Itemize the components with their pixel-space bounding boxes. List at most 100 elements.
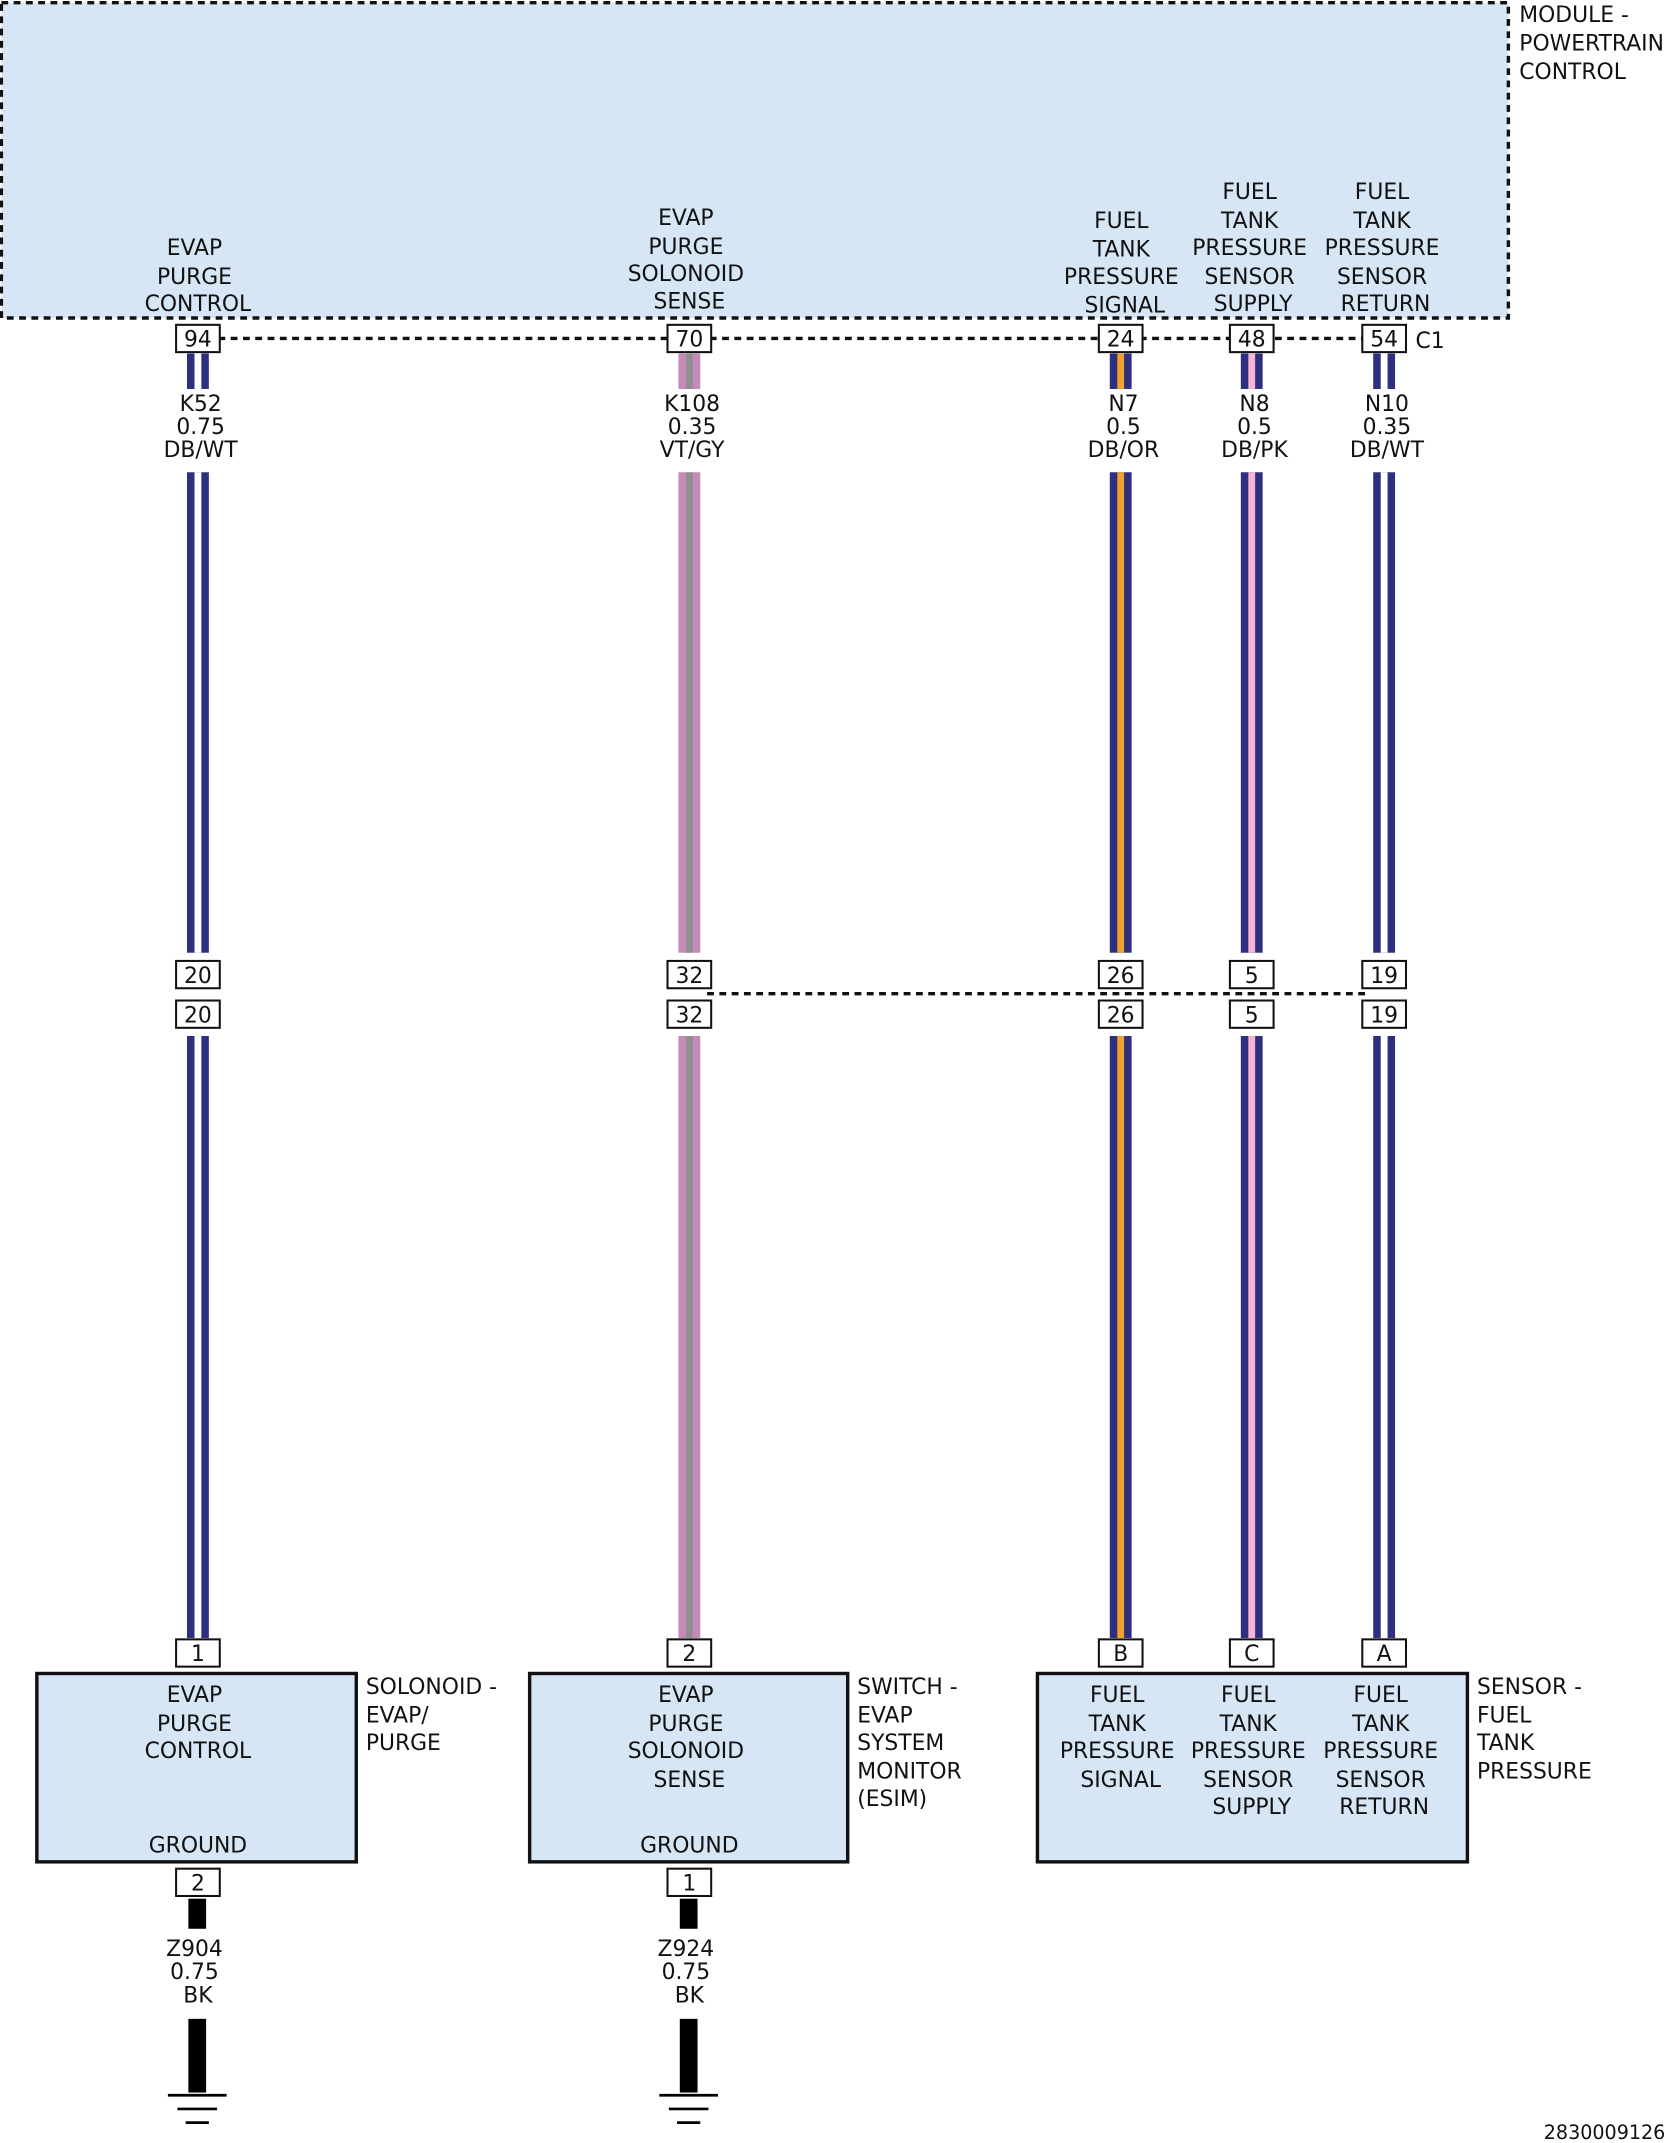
device-pin-n8: C [1228,1638,1275,1668]
pcm-label-fuel-tank-pressure-sensor-supply: FUEL TANK PRESSURE SENSOR SUPPLY [1192,180,1314,317]
svg-text:19: 19 [1370,964,1398,989]
ground-wire-label-z924: Z924 0.75 BK [658,1937,722,2008]
sensor-inner-label-signal: FUEL TANK PRESSURE SIGNAL [1060,1683,1182,1793]
inline-pin-male-k108: 32 [666,959,713,990]
device-pin-k108: 2 [666,1638,713,1668]
wire-n10-segment-1 [1373,353,1396,389]
wire-k108-segment-1 [678,353,701,389]
device-pin-n10: A [1361,1638,1408,1668]
wire-n8-segment-1 [1240,353,1263,389]
solenoid-inner-label: EVAP PURGE CONTROL [145,1683,252,1764]
pcm-pin-n10: 54 [1361,323,1408,354]
wire-n7-segment-2 [1109,472,1132,953]
pcm-label-evap-purge-control: EVAP PURGE CONTROL [145,236,252,317]
wire-k52-segment-1 [187,353,209,389]
esim-name: SWITCH - EVAP SYSTEM MONITOR (ESIM) [857,1675,968,1812]
inline-pin-male-n10: 19 [1361,959,1408,990]
pin-layer: 94 20 20 1 70 32 32 2 24 26 26B 48 5 5C 54 19 19A 2 1 [175,323,1408,1898]
svg-text:54: 54 [1370,328,1398,353]
svg-text:2: 2 [682,1642,696,1667]
svg-text:5: 5 [1245,1003,1259,1028]
svg-text:26: 26 [1107,964,1135,989]
sensor-inner-label-return: FUEL TANK PRESSURE SENSOR RETURN [1323,1683,1445,1820]
solenoid-ground-label: GROUND [149,1833,247,1858]
ground-symbol-icon [167,2093,227,2124]
solenoid-name: SOLONOID - EVAP/ PURGE [366,1675,504,1756]
wire-n7-segment-3 [1109,1036,1132,1638]
sensor-box [1035,1671,1470,1864]
svg-text:2: 2 [191,1872,205,1897]
ground-symbol-icon [659,2093,719,2124]
pcm-pin-n8: 48 [1228,323,1275,354]
wire-n7-segment-1 [1109,353,1132,389]
svg-text:20: 20 [184,1003,212,1028]
svg-text:1: 1 [191,1642,205,1667]
solenoid-box [35,1671,358,1864]
wire-n8-segment-2 [1240,472,1263,953]
svg-text:24: 24 [1107,328,1135,353]
svg-text:32: 32 [675,964,703,989]
svg-text:26: 26 [1107,1003,1135,1028]
svg-text:32: 32 [675,1003,703,1028]
svg-text:19: 19 [1370,1003,1398,1028]
wire-layer [187,353,1396,1638]
svg-text:A: A [1377,1642,1392,1667]
c1-connector-label: C1 [1416,329,1445,354]
pcm-title: MODULE - POWERTRAIN CONTROL [1519,3,1671,85]
svg-text:C: C [1244,1642,1259,1667]
esim-box [527,1671,850,1864]
ground-wire-label-z904: Z904 0.75 BK [166,1937,230,2008]
pcm-label-evap-purge-solonoid-sense: EVAP PURGE SOLONOID SENSE [628,206,751,314]
figure-id: 2830009126 [1544,2121,1666,2143]
ground-pin-z904: 2 [175,1867,221,1898]
svg-text:5: 5 [1245,964,1259,989]
wire-n8-segment-3 [1240,1036,1263,1638]
ground-wire-z924-lower [679,2018,698,2093]
ground-z904: Z904 0.75 BK [166,1898,230,2124]
inline-pin-male-n8: 5 [1228,959,1275,990]
svg-text:48: 48 [1238,328,1266,353]
wire-n10-segment-3 [1373,1036,1396,1638]
svg-text:94: 94 [184,328,212,353]
ground-pin-z924: 1 [666,1867,713,1898]
inline-pin-female-n8: 5 [1228,999,1275,1029]
pcm-label-fuel-tank-pressure-signal: FUEL TANK PRESSURE SIGNAL [1064,209,1186,319]
ground-z924: Z924 0.75 BK [658,1898,722,2124]
sensor-name: SENSOR - FUEL TANK PRESSURE [1476,1675,1592,1785]
wire-k52-segment-2 [187,472,209,953]
wire-k52-segment-3 [187,1036,209,1638]
svg-text:20: 20 [184,964,212,989]
ground-wire-z924-upper [679,1898,698,1929]
inline-pin-female-n7: 26 [1097,999,1144,1029]
pcm-module-box [0,0,1511,320]
svg-text:1: 1 [682,1872,696,1897]
wire-k108-segment-3 [678,1036,701,1638]
pcm-pin-n7: 24 [1097,323,1144,354]
inline-pin-female-k52: 20 [175,999,221,1029]
device-pin-k52: 1 [175,1638,221,1668]
svg-text:B: B [1113,1642,1128,1667]
inline-pin-male-k52: 20 [175,959,221,990]
pcm-pin-k52: 94 [175,323,221,354]
pcm-pin-k108: 70 [666,323,713,354]
wire-k108-segment-2 [678,472,701,953]
sensor-inner-label-supply: FUEL TANK PRESSURE SENSOR SUPPLY [1191,1683,1313,1820]
ground-wire-z904-lower [188,2018,207,2093]
inline-pin-male-n7: 26 [1097,959,1144,990]
esim-inner-label: EVAP PURGE SOLONOID SENSE [628,1683,751,1793]
device-pin-n7: B [1097,1638,1144,1668]
svg-text:70: 70 [675,328,703,353]
esim-ground-label: GROUND [640,1833,738,1858]
wire-n10-segment-2 [1373,472,1396,953]
pcm-label-fuel-tank-pressure-sensor-return: FUEL TANK PRESSURE SENSOR RETURN [1325,180,1447,317]
inline-pin-female-k108: 32 [666,999,713,1029]
ground-wire-z904-upper [188,1898,207,1929]
inline-pin-female-n10: 19 [1361,999,1408,1029]
